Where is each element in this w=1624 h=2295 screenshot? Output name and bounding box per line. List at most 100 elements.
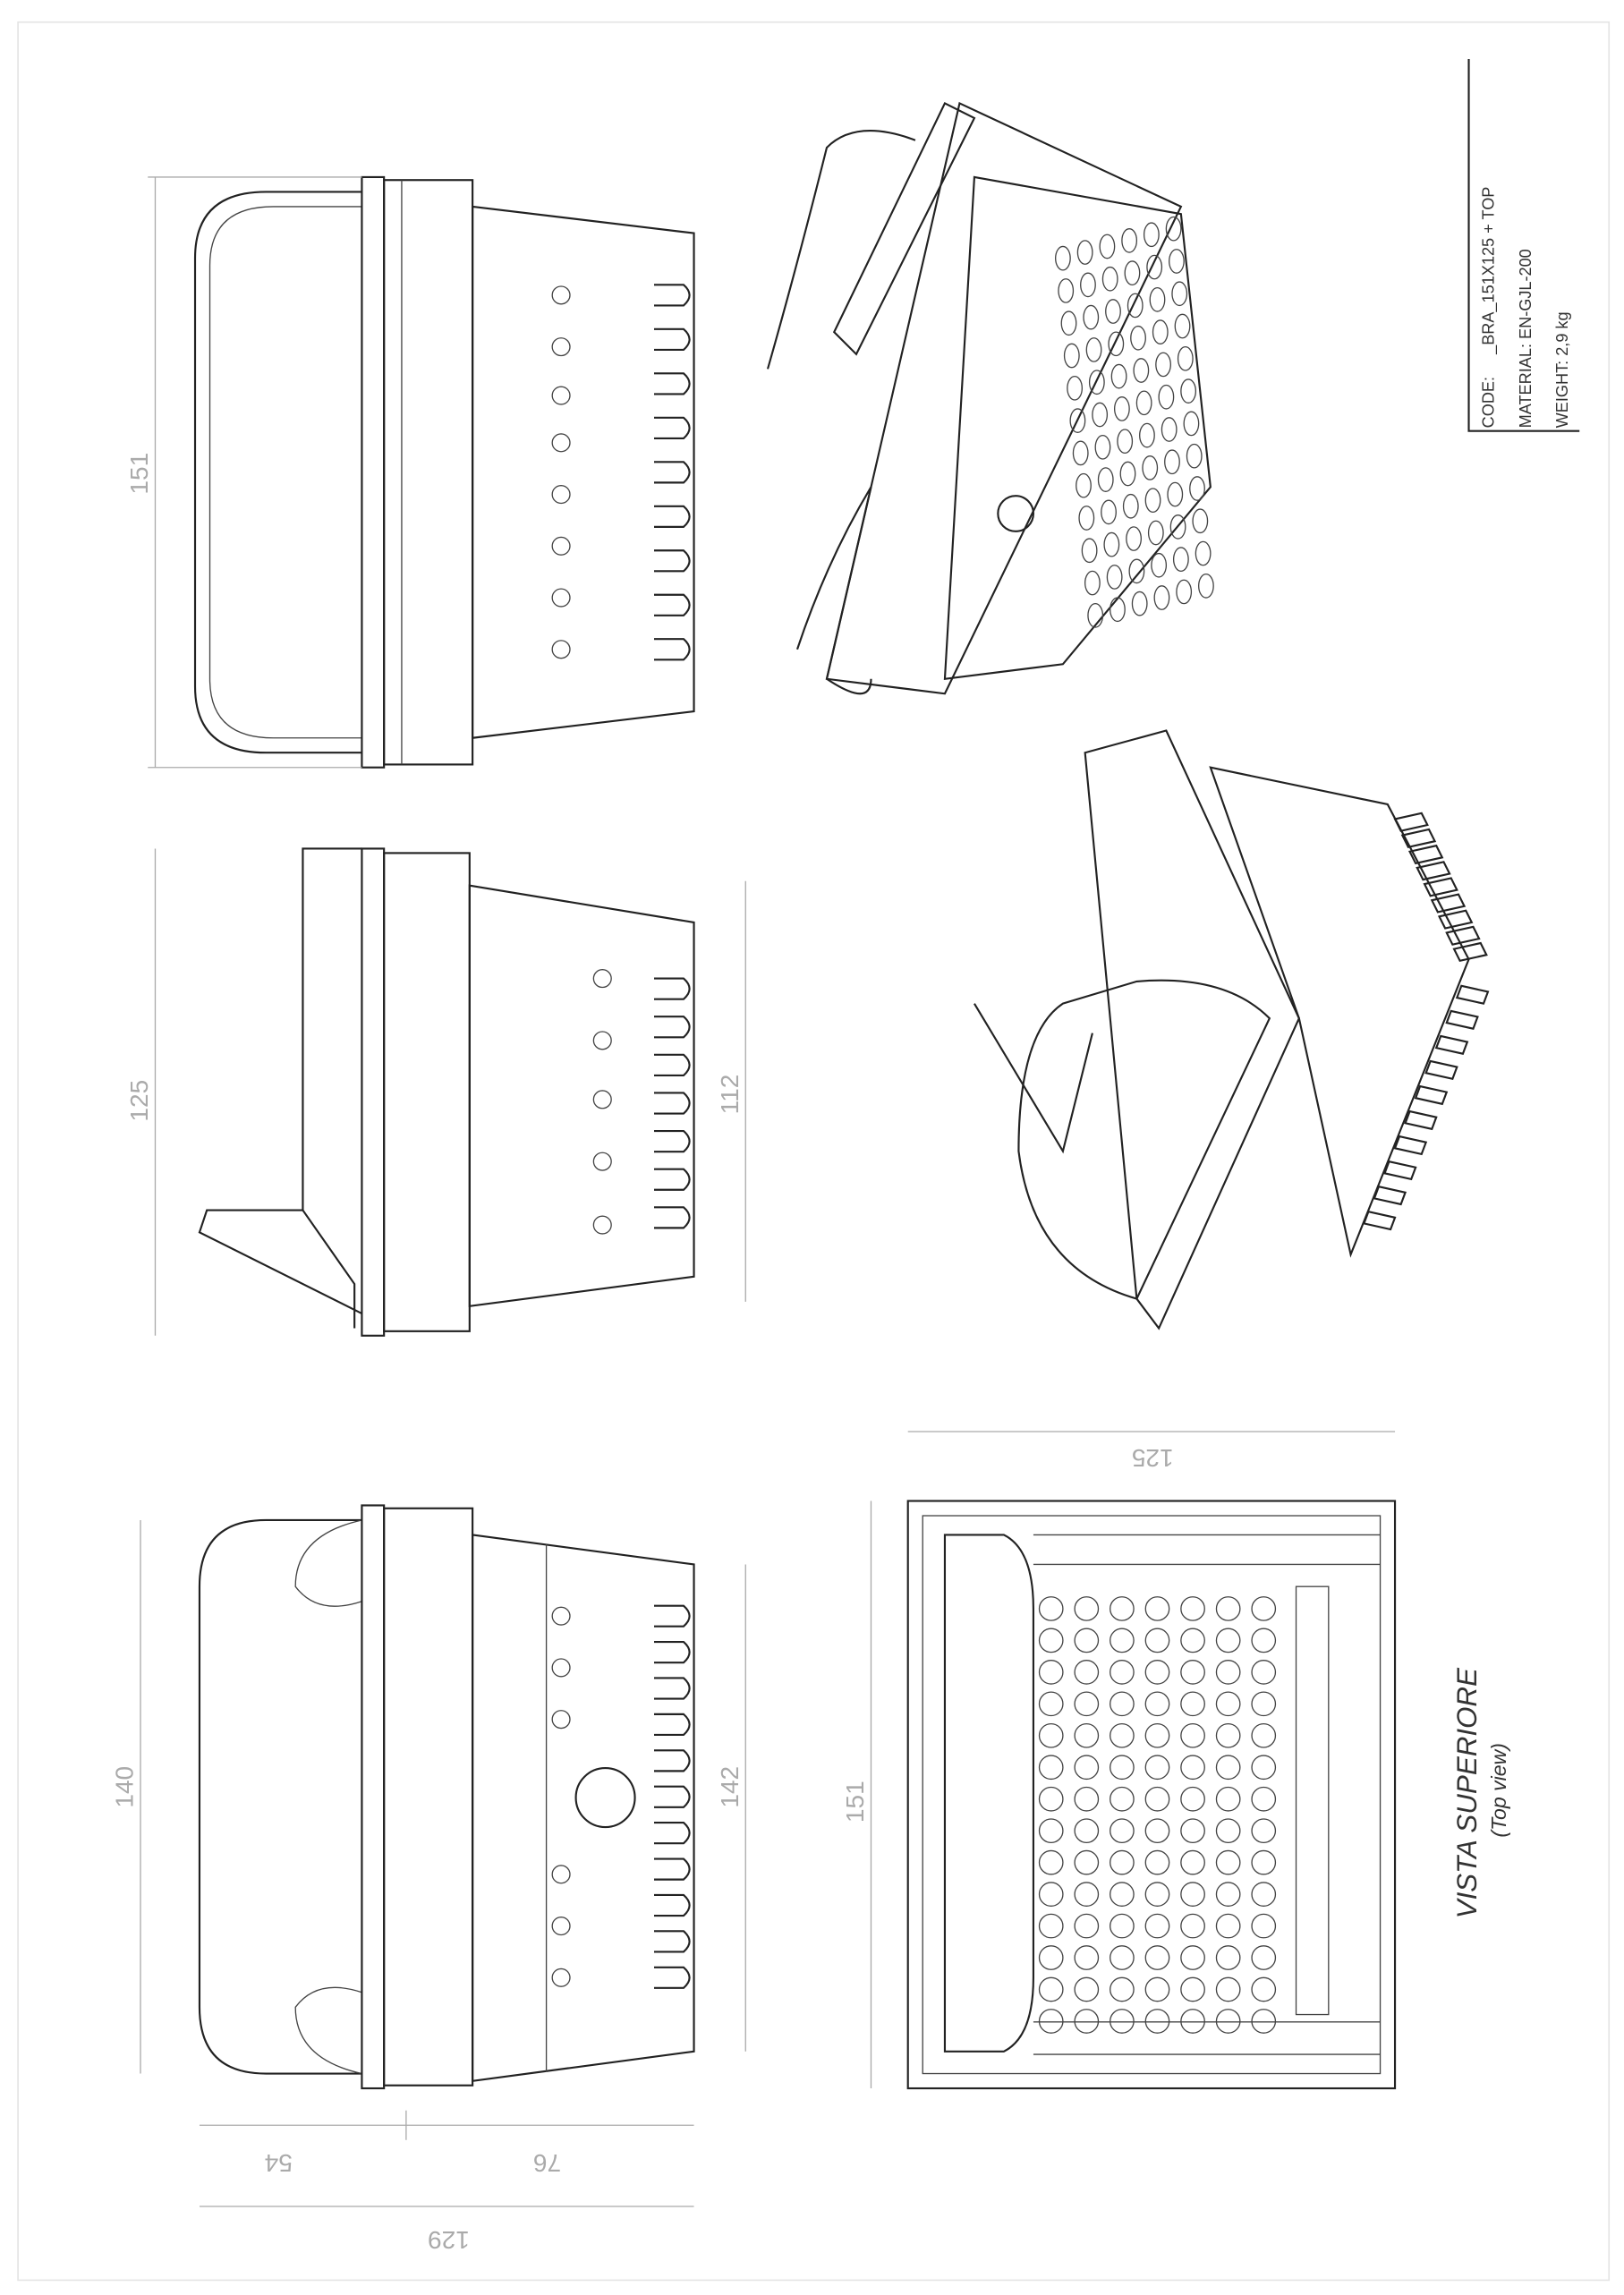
inner-frame <box>922 1515 1382 2075</box>
vent-hole <box>551 1968 571 1987</box>
grid-hole <box>1110 1976 1135 2002</box>
grate-cell <box>1139 422 1155 448</box>
grate-cell <box>1152 319 1169 344</box>
grid-hole <box>1074 1722 1100 1748</box>
dim-label-140: 140 <box>111 1766 139 1808</box>
grate-cell <box>1189 476 1205 501</box>
grate-finger <box>1423 877 1458 897</box>
grate-grid <box>1055 216 1214 628</box>
grate-finger <box>654 1206 691 1229</box>
grate-cell <box>1055 245 1071 271</box>
grate-finger <box>1393 1135 1428 1156</box>
grid-hole <box>1144 1628 1170 1653</box>
grid-hole <box>1144 1596 1170 1621</box>
title-block-frame <box>1467 58 1580 432</box>
grid-hole <box>1038 1818 1064 1844</box>
grid-hole <box>1038 1596 1064 1621</box>
flange <box>361 175 386 769</box>
vent-hole <box>592 1090 612 1109</box>
grid-hole <box>1215 1691 1241 1717</box>
grate-cell <box>1149 286 1166 312</box>
rim <box>383 852 471 1332</box>
dim-label-125-top: 125 <box>1132 1444 1174 1472</box>
grate-cell <box>1076 240 1093 265</box>
grate-cell <box>1121 228 1138 253</box>
grid-hole <box>1180 1882 1205 1907</box>
grid-hole <box>1110 2009 1135 2034</box>
grate-cell <box>1122 493 1139 519</box>
grate-cell <box>1076 472 1092 498</box>
grate-cell <box>1124 260 1141 286</box>
grate-cell <box>1087 602 1104 628</box>
grid-hole <box>1251 1945 1277 1970</box>
view-subtitle: (Top view) <box>1487 1743 1510 1838</box>
grate-cell <box>1092 402 1109 428</box>
grate-finger <box>654 1893 691 1917</box>
grate-cell <box>1078 506 1095 531</box>
grate-finger <box>654 1129 691 1153</box>
grate-finger <box>1430 893 1467 914</box>
grate-cell <box>1165 216 1182 242</box>
grate-finger <box>654 1677 691 1700</box>
grid-hole <box>1110 1660 1135 1685</box>
grate-cell <box>1097 467 1114 492</box>
grate-finger <box>654 1604 691 1628</box>
grid-hole <box>1074 1660 1100 1685</box>
hook-bottom <box>294 1986 362 2075</box>
grate-cell <box>1195 540 1212 566</box>
grate-cell <box>1153 585 1170 610</box>
grate-cell <box>1186 443 1203 469</box>
grid-hole <box>1110 1628 1135 1653</box>
grate-cell <box>1072 440 1089 466</box>
grate-cell <box>1117 429 1134 455</box>
grid-hole <box>1215 1755 1241 1781</box>
flange <box>361 1504 386 2090</box>
side-view-3: 140 142 54 76 129 <box>111 1504 746 2254</box>
grid-hole <box>1074 1755 1100 1781</box>
grate-cell <box>1058 278 1075 303</box>
grid-hole <box>1215 2009 1241 2034</box>
grid-hole <box>1215 1596 1241 1621</box>
grate-finger <box>1424 1059 1458 1081</box>
grate-cell <box>1088 370 1105 395</box>
grid-hole <box>1110 1755 1135 1781</box>
grate-cell <box>1147 520 1164 546</box>
grate-finger <box>1404 1109 1438 1131</box>
grate-finger <box>654 638 691 661</box>
outer-frame <box>906 1500 1397 2090</box>
grid-hole <box>1038 1722 1064 1748</box>
grid-hole <box>1074 1849 1100 1875</box>
grate-cell <box>1105 299 1121 324</box>
grid-hole <box>1180 1818 1205 1844</box>
central-hole <box>574 1767 636 1829</box>
slot-bar <box>1295 1585 1330 2016</box>
grate-cell <box>1155 352 1171 378</box>
grid-hole <box>1038 1691 1064 1717</box>
grate-finger <box>654 1640 691 1664</box>
grate-cell <box>1113 396 1130 421</box>
isometric-view-1 <box>766 101 1214 695</box>
grate-cell <box>1084 570 1101 596</box>
vent-hole <box>592 969 612 989</box>
code-label: CODE: <box>1480 377 1498 428</box>
grid-hole <box>1251 1722 1277 1748</box>
grate-cell <box>1110 597 1126 623</box>
grid-hole <box>1038 2009 1064 2034</box>
grid-hole <box>1215 1945 1241 1970</box>
grate-cell <box>1094 434 1111 460</box>
grate-cell <box>1146 254 1163 280</box>
grid-hole <box>1144 1786 1170 1812</box>
grate-cell <box>1192 508 1209 534</box>
grate-finger <box>654 461 691 484</box>
dim-label-151-top: 151 <box>841 1781 869 1823</box>
material-text: MATERIAL: EN-GJL-200 <box>1517 249 1535 428</box>
grate-finger <box>654 372 691 395</box>
title-block: CODE: _BRA_151X125 + TOP MATERIAL: EN-GJ… <box>1467 58 1580 432</box>
vent-hole <box>551 337 571 357</box>
grid-hole <box>1074 1882 1100 1907</box>
dim-label-54: 54 <box>265 2149 293 2177</box>
grate-cell <box>1177 345 1194 371</box>
grate-cell <box>1151 552 1168 578</box>
grate-cell <box>1167 481 1184 507</box>
grid-hole <box>1215 1913 1241 1939</box>
